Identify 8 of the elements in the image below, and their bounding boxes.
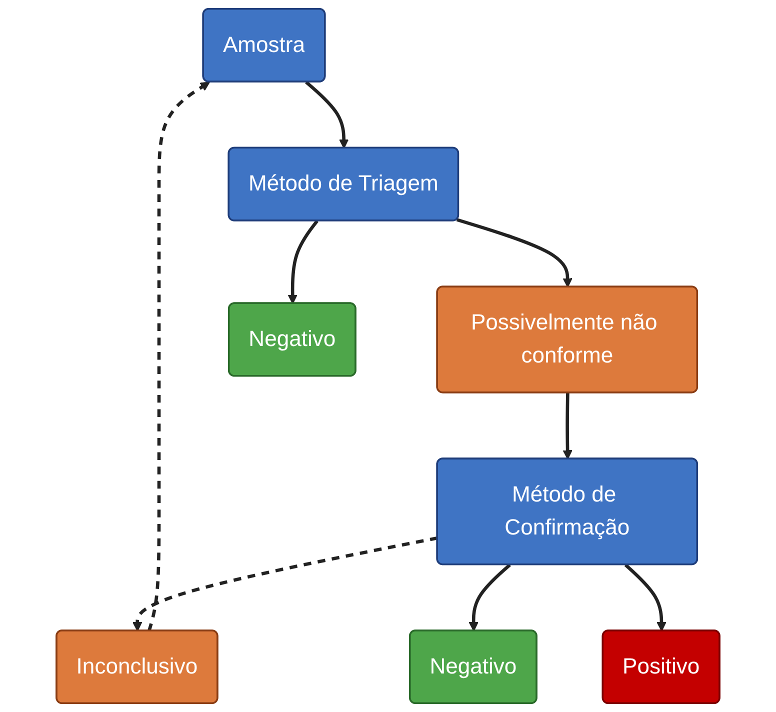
arrow bbox=[624, 564, 666, 632]
arrow bbox=[288, 220, 318, 304]
arrow bbox=[562, 392, 572, 460]
arrow bbox=[132, 536, 438, 632]
arrow bbox=[456, 218, 572, 288]
arrow bbox=[468, 564, 511, 632]
arrow bbox=[305, 80, 349, 149]
arrow bbox=[147, 82, 210, 632]
